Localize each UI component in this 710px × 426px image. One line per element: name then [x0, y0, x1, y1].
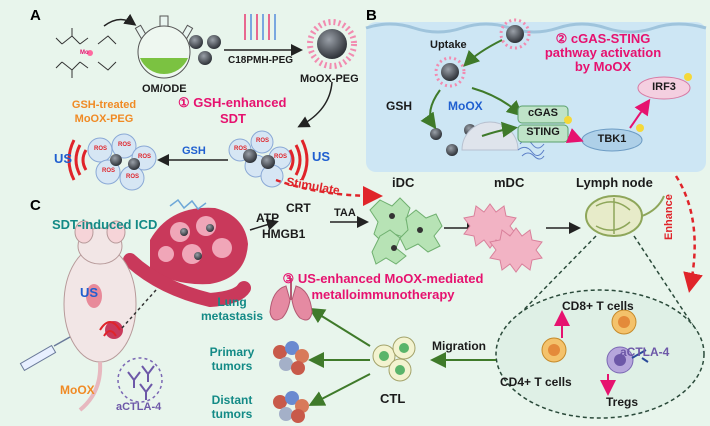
us-mouse-label: US: [80, 285, 99, 300]
antibody-icons: [127, 365, 155, 400]
panel-label-c: C: [30, 197, 41, 214]
moox-label-b: MoOX: [448, 99, 483, 113]
moox-injection-label: MoOX: [60, 383, 95, 397]
panel-label-b: B: [366, 7, 377, 24]
crt-label: CRT: [286, 201, 311, 215]
solvent-label: OM/ODE: [142, 83, 187, 95]
step1-subtitle: SDT: [220, 111, 246, 126]
nanoparticles-panel-b: [430, 18, 531, 156]
panel-label-a: A: [30, 7, 41, 24]
t-cells: [541, 309, 649, 374]
pathway-title-1: ② cGAS-STING: [555, 31, 651, 46]
primary-label-1: Primary: [209, 345, 255, 359]
cd4-label: CD4+ T cells: [500, 375, 572, 389]
distant-tumor-icon: [273, 391, 309, 423]
lung-icon: [269, 278, 313, 321]
ctl-cells: [372, 336, 416, 382]
ros-label: ROS: [138, 154, 152, 160]
pathway-title-3: by MoOX: [574, 59, 632, 74]
hmgb1-label: HMGB1: [262, 227, 306, 241]
step3-title-2: metalloimmunotherapy: [311, 287, 455, 302]
mo-nanoparticles-small: [189, 35, 221, 65]
ctl-label: CTL: [380, 391, 406, 406]
gsh-treated-label: GSH-treated: [71, 99, 137, 111]
polymer-chains: [244, 14, 276, 40]
lymph-node-label: Lymph node: [576, 175, 653, 190]
syringe-icon: [19, 336, 71, 372]
taa-label: TAA: [334, 207, 356, 219]
actla4-label: aCTLA-4: [116, 401, 162, 413]
primary-label-2: tumors: [211, 359, 253, 373]
lung-label-2: metastasis: [200, 309, 264, 323]
ros-cluster-left: [87, 133, 157, 191]
distant-label-1: Distant: [211, 393, 253, 407]
distant-label-2: tumors: [211, 407, 253, 421]
atp-label: ATP: [256, 211, 280, 225]
tbk1-label: TBK1: [597, 133, 627, 145]
gsh-arrow-label: GSH: [182, 145, 206, 157]
gsh-treated-label-2: MoOX-PEG: [74, 113, 134, 125]
idc-label: iDC: [392, 175, 415, 190]
enhance-label: Enhance: [663, 194, 675, 240]
lymph-node: [585, 195, 665, 237]
cgas-box: [517, 105, 569, 124]
ros-label: ROS: [126, 174, 140, 180]
cgas-label: cGAS: [528, 107, 558, 119]
irf3-oval: [637, 76, 691, 100]
moox-peg-nanoparticle: [307, 19, 357, 69]
reaction-flask: [134, 15, 194, 79]
ros-label: ROS: [256, 138, 270, 144]
mouse-illustration: [63, 220, 137, 412]
immune-circle: [495, 289, 705, 419]
ros-label: ROS: [94, 146, 108, 152]
ros-label: ROS: [102, 168, 116, 174]
irf3-label: IRF3: [652, 81, 676, 93]
mdc-label: mDC: [494, 175, 525, 190]
mo-precursor-molecule: [55, 28, 117, 78]
product-label: MoOX-PEG: [300, 73, 359, 85]
icd-label: SDT-induced ICD: [52, 217, 158, 232]
mdc-cells: [463, 203, 543, 273]
sting-label: STING: [526, 126, 560, 138]
polymer-label: C18PMH-PEG: [228, 55, 294, 66]
ros-label: ROS: [118, 142, 132, 148]
actla4-node-label: aCTLA-4: [620, 345, 670, 359]
uptake-label: Uptake: [430, 39, 467, 51]
pathway-title-2: pathway activation: [544, 45, 662, 60]
tumor-tissue: [123, 198, 251, 308]
migration-label: Migration: [432, 339, 486, 353]
primary-tumor-icon: [273, 341, 309, 375]
ros-label: ROS: [234, 146, 248, 152]
tregs-label: Tregs: [606, 395, 639, 409]
step1-title: ① GSH-enhanced: [178, 95, 287, 110]
cd8-label: CD8+ T cells: [562, 299, 634, 313]
us-right-label: US: [312, 149, 331, 164]
ros-label: ROS: [274, 154, 288, 160]
step3-title-1: ③ US-enhanced MoOX-mediated: [282, 271, 484, 286]
gsh-label-b: GSH: [386, 99, 413, 113]
idc-cells: [369, 197, 443, 265]
lung-label-1: Lung: [217, 295, 247, 309]
us-left-label: US: [54, 151, 73, 166]
mo-atom-label: Mo: [80, 50, 89, 56]
